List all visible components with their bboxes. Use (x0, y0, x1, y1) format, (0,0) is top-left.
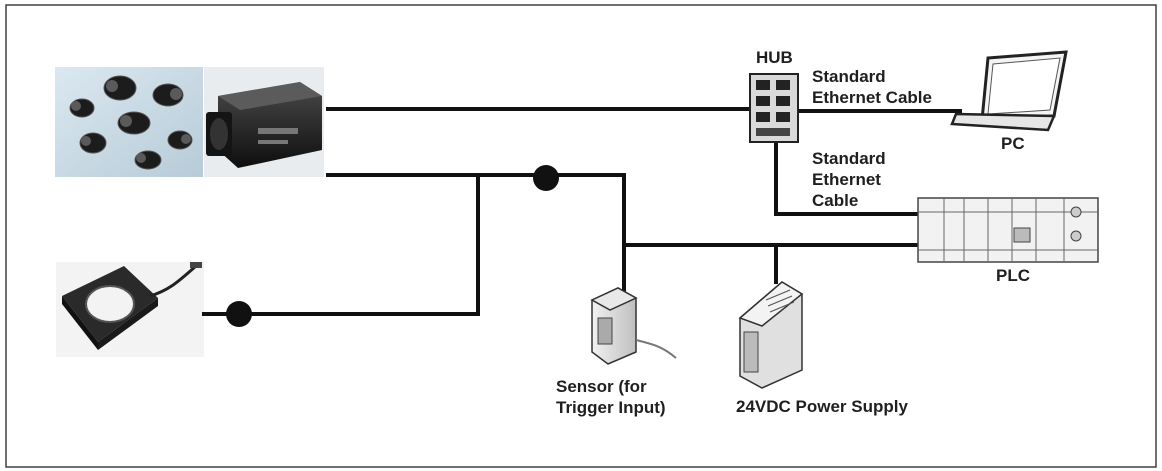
ring-light-icon (56, 262, 204, 357)
junction-dot (533, 165, 559, 191)
laptop-pc-icon (950, 50, 1068, 132)
diagram-frame (5, 4, 1157, 468)
ethernet-cable-plc-label: Standard Ethernet Cable (812, 149, 886, 210)
network-lines (202, 107, 962, 316)
plc-icon (917, 197, 1099, 263)
ethernet-cable-pc-label: Standard Ethernet Cable (812, 67, 932, 107)
camera-lenses-icon (55, 67, 203, 177)
hub-label: HUB (756, 48, 793, 67)
sensor-label: Sensor (for Trigger Input) (556, 377, 666, 417)
power-supply-label: 24VDC Power Supply (736, 397, 908, 416)
pc-label: PC (1001, 134, 1025, 153)
plc-label: PLC (996, 266, 1030, 285)
camera-body-icon (204, 67, 324, 177)
hub-icon (749, 73, 799, 143)
trigger-sensor-icon (590, 287, 677, 365)
power-supply-icon (738, 281, 804, 389)
junction-dot (226, 301, 252, 327)
